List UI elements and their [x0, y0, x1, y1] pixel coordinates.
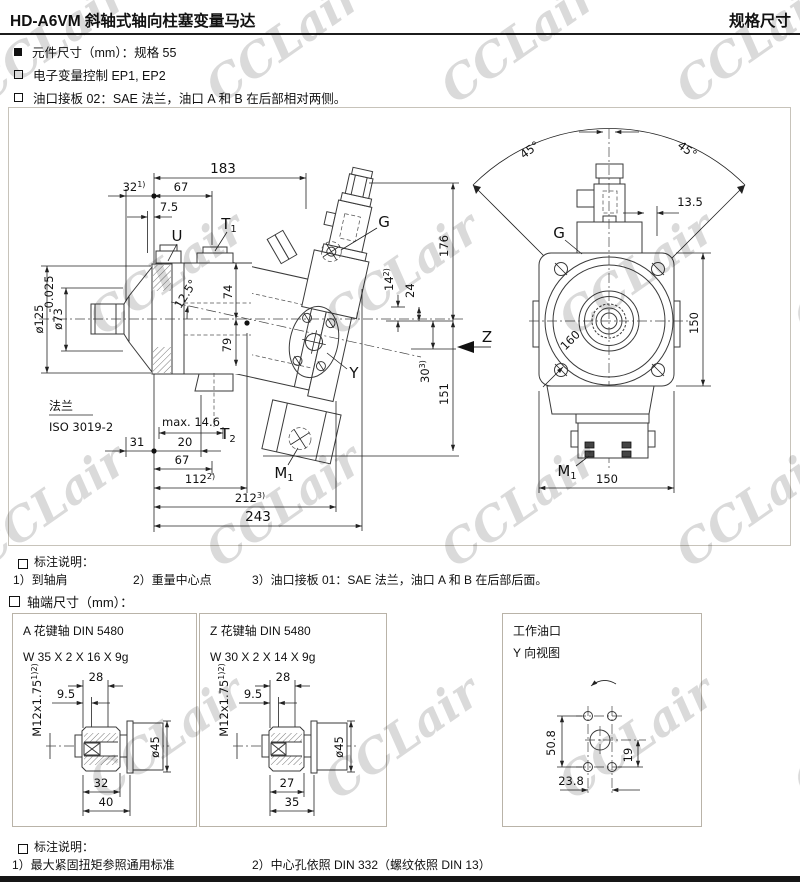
dim-label: 35 — [285, 795, 300, 809]
square-bullet-icon — [14, 47, 22, 56]
page-title: HD-A6VM 斜轴式轴向柱塞变量马达 — [10, 13, 256, 30]
main-drawing-frame: 183 321) 67 7.5 U T1 G ø125 -0.025 ø73 1… — [8, 107, 791, 546]
header-rule — [0, 33, 800, 35]
work-port-title: 工作油口 — [513, 624, 562, 638]
work-port-drawing: 50.8 19 23.8 — [544, 680, 646, 795]
port-t2-label: T2 — [219, 425, 236, 445]
dim-label: -0.025 — [42, 275, 56, 312]
dim-label: ø125 — [32, 305, 46, 334]
dim-label: 19 — [621, 748, 635, 763]
flange-label-cn: 法兰 — [49, 399, 73, 413]
work-port-subtitle: Y 向视图 — [513, 646, 561, 660]
port-m1-label: M1 — [557, 462, 576, 482]
weight-center-dot — [244, 320, 250, 326]
port-u-label: U — [172, 227, 183, 245]
dim-label: 150 — [596, 472, 618, 486]
shaft-z-drawing: M12x1.751)2) 28 9.5 ø45 27 35 — [217, 663, 359, 816]
dim-label: 321) — [123, 180, 146, 194]
note-item: 2）重量中心点 — [133, 573, 212, 587]
dim-label: 13.5 — [677, 195, 703, 209]
technical-drawing: 183 321) 67 7.5 U T1 G ø125 -0.025 ø73 1… — [32, 128, 746, 532]
dim-label: 151 — [437, 383, 451, 405]
bullet-item: 油口接板 02：SAE 法兰，油口 A 和 B 在后部相对两侧。 — [14, 88, 346, 107]
rear-port-pad — [288, 305, 340, 379]
header-right-label: 规格尺寸 — [728, 13, 791, 30]
shaft-z-title: Z 花键轴 DIN 5480 — [210, 624, 311, 638]
dim-label: 31 — [130, 435, 145, 449]
z-view-label: Z — [482, 328, 492, 346]
z-view-arrow — [457, 341, 474, 353]
dim-label: ø45 — [332, 736, 346, 758]
dim-label: 176 — [437, 235, 451, 257]
dim-label: 142) — [382, 268, 396, 291]
dim-label: 40 — [99, 795, 114, 809]
shaft-a-box: A 花键轴 DIN 5480 W 35 X 2 X 16 X 9g — [12, 613, 197, 827]
bullet-item: 电子变量控制 EP1, EP2 — [14, 65, 166, 84]
footer-bar — [0, 876, 800, 882]
dim-label: 2123) — [235, 491, 265, 505]
control-valve-stack — [301, 166, 374, 320]
dim-label: 9.5 — [244, 687, 262, 701]
dim-label: ø45 — [148, 736, 162, 758]
square-bullet-icon — [14, 70, 23, 79]
port-g-label: G — [553, 224, 565, 242]
shaft-z-box: Z 花键轴 DIN 5480 W 30 X 2 X 14 X 9g — [199, 613, 387, 827]
note-item: 2）中心孔依照 DIN 332（螺纹依照 DIN 13） — [252, 858, 491, 872]
dim-label: 183 — [210, 161, 236, 177]
lifting-lug — [266, 229, 298, 265]
shaft-a-drawing: M12x1.751)2) 28 9.5 ø45 32 40 — [30, 663, 172, 816]
thread-label: M12x1.751)2) — [217, 663, 231, 736]
bullet-text: 油口接板 02：SAE 法兰，油口 A 和 B 在后部相对两侧。 — [33, 92, 347, 106]
port-y-label: Y — [348, 364, 359, 382]
note-item: 1）到轴肩 — [13, 573, 68, 587]
notes-heading: 标注说明： — [34, 555, 95, 569]
dim-label: 9.5 — [57, 687, 75, 701]
dim-label: ø73 — [51, 308, 65, 330]
housing-fill — [172, 263, 252, 374]
notes-section-marker — [18, 841, 28, 859]
dim-label: 67 — [175, 453, 190, 467]
work-port-box: 工作油口 Y 向视图 — [502, 613, 702, 827]
thread-label: M12x1.751)2) — [30, 663, 44, 736]
bullet-text: 电子变量控制 EP1, EP2 — [33, 69, 166, 83]
dim-label: 303) — [418, 360, 432, 383]
dim-label: 150 — [687, 312, 701, 334]
dim-label: 243 — [245, 509, 271, 525]
dim-label: 67 — [174, 180, 189, 194]
flange-standard: ISO 3019-2 — [49, 420, 113, 434]
notes-section-marker — [18, 556, 28, 574]
dim-label: 7.5 — [160, 200, 178, 214]
dim-label: 20 — [178, 435, 193, 449]
t2-port-block — [194, 373, 234, 392]
dim-label: 74 — [221, 285, 235, 300]
dim-label: 32 — [94, 776, 109, 790]
port-m1-label: M1 — [274, 464, 293, 484]
dim-label: max. 14.6 — [162, 415, 220, 429]
note-item: 1）最大紧固扭矩参照通用标准 — [12, 858, 175, 872]
dim-label: 79 — [220, 338, 234, 353]
dim-label: 28 — [89, 670, 104, 684]
dim-label: 50.8 — [544, 730, 558, 756]
shaft-a-spec: W 35 X 2 X 16 X 9g — [23, 650, 129, 664]
dim-label: 1122) — [185, 472, 215, 486]
dim-label: 24 — [403, 283, 417, 298]
m1-port-block — [261, 399, 342, 465]
dim-label: 27 — [280, 776, 295, 790]
tilted-axis-centerline — [170, 301, 422, 358]
section-heading: 轴端尺寸（mm）： — [27, 595, 134, 610]
notes-heading: 标注说明： — [34, 840, 95, 854]
note-item: 3）油口接板 01：SAE 法兰，油口 A 和 B 在后部后面。 — [252, 573, 548, 587]
dim-label: 23.8 — [558, 774, 584, 788]
shaft-a-title: A 花键轴 DIN 5480 — [23, 624, 124, 638]
square-bullet-icon — [14, 93, 23, 102]
bullet-text: 元件尺寸（mm）：规格 55 — [32, 46, 177, 60]
port-g-label: G — [378, 213, 390, 231]
port-t1-label: T1 — [220, 215, 237, 235]
bullet-item: 元件尺寸（mm）：规格 55 — [14, 42, 176, 61]
dim-label: 28 — [276, 670, 291, 684]
shaft-z-spec: W 30 X 2 X 14 X 9g — [210, 650, 316, 664]
section-marker — [9, 594, 20, 612]
